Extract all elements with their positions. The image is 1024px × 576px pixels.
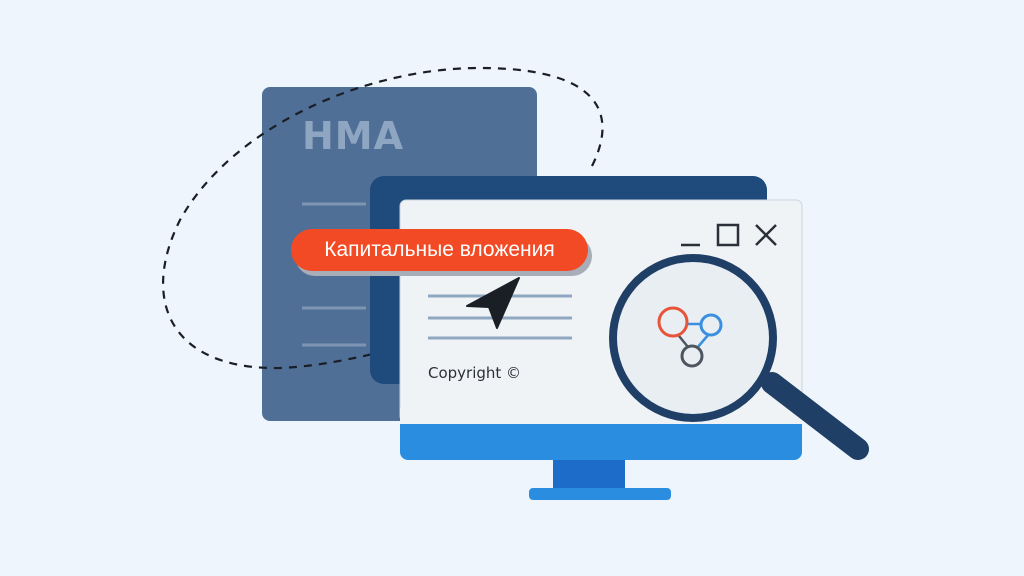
magnifier-handle	[761, 372, 869, 460]
dashed-orbit	[162, 66, 604, 370]
arrow-cursor-icon	[466, 277, 520, 329]
document-title: НМА	[302, 114, 405, 158]
copyright-text: Copyright ©	[428, 364, 522, 382]
network-nodes-icon	[657, 306, 723, 368]
close-icon[interactable]	[755, 224, 777, 246]
monitor-neck	[553, 458, 625, 490]
screen-bottom-cover	[400, 408, 802, 424]
monitor-foot	[529, 488, 671, 500]
magnifier-icon[interactable]	[609, 254, 869, 460]
document-lines	[302, 202, 366, 347]
maximize-icon[interactable]	[716, 223, 740, 247]
capital-investments-tag[interactable]: Капитальные вложения	[291, 229, 588, 271]
magnifier-lens	[609, 254, 777, 422]
